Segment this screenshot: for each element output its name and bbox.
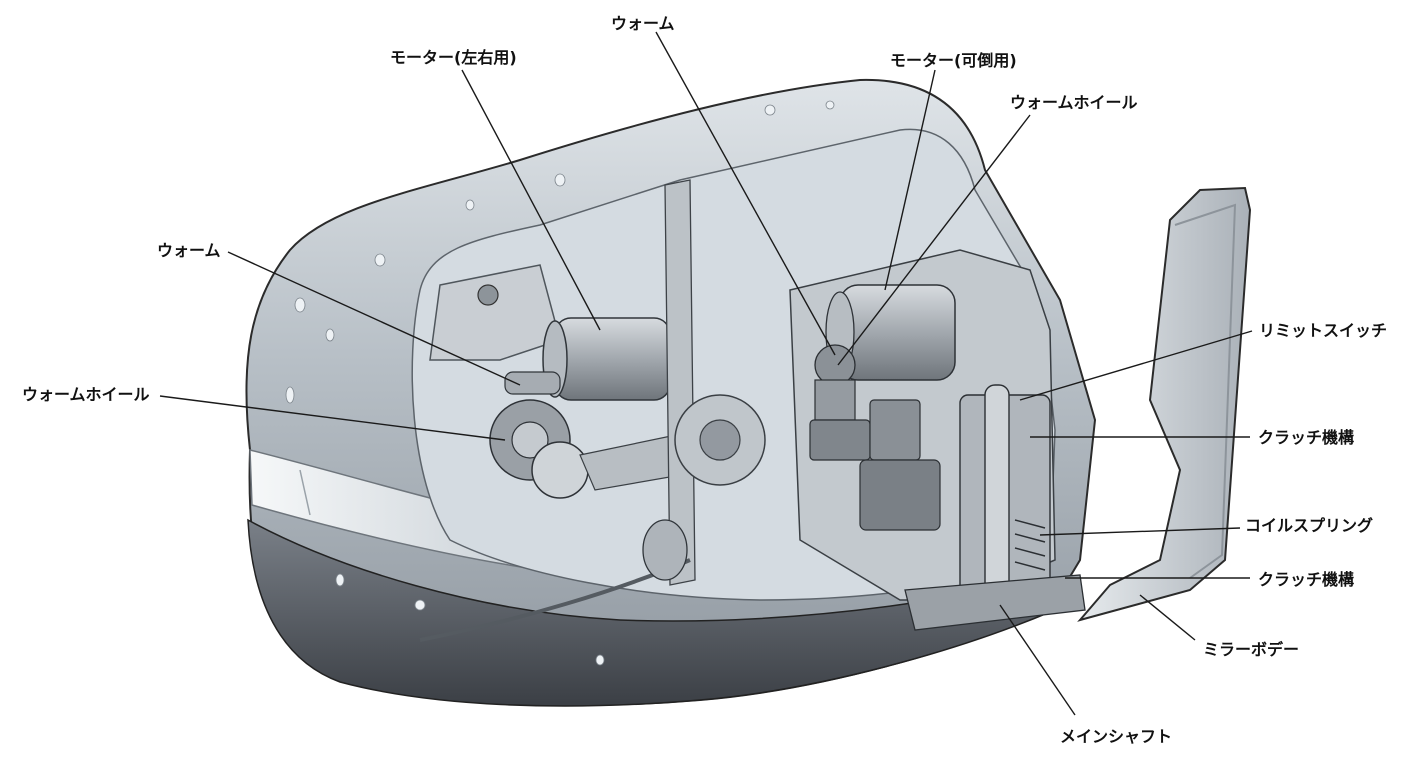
label-mirror-body: ミラーボデー [1203,640,1299,659]
mirror-base-bracket [1077,186,1252,622]
label-worm-wheel-top: ウォームホイール [1010,93,1138,112]
part-labels: ウォーム モーター(左右用) モーター(可倒用) ウォームホイール ウォーム ウ… [22,14,1387,746]
label-motor-fold: モーター(可倒用) [890,51,1017,70]
label-clutch-upper: クラッチ機構 [1258,428,1354,447]
right-mechanism [789,249,1086,631]
leader-lines [159,31,1253,716]
water-droplets [285,100,835,666]
label-motor-left-right: モーター(左右用) [390,48,517,67]
label-worm-top: ウォーム [611,14,675,33]
label-main-shaft: メインシャフト [1060,727,1172,746]
label-clutch-lower: クラッチ機構 [1258,570,1354,589]
label-worm-left: ウォーム [157,241,221,260]
label-worm-wheel-left: ウォームホイール [22,385,150,404]
left-mechanism [419,179,766,642]
label-coil-spring: コイルスプリング [1245,516,1373,535]
label-limit-switch: リミットスイッチ [1259,321,1387,340]
